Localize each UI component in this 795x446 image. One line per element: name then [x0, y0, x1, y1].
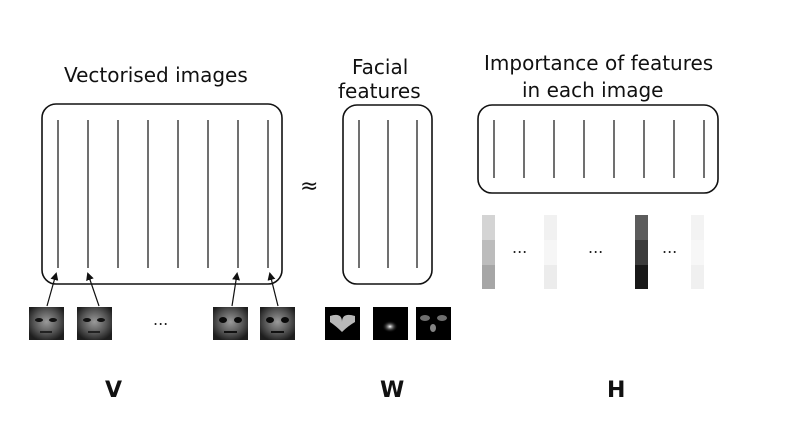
h-ellipsis-2: ... [588, 238, 604, 257]
features-label: features [338, 79, 421, 103]
matrix-w-columns [358, 120, 418, 268]
vectorised-images-label: Vectorised images [64, 63, 248, 87]
importance-label-line1: Importance of features [484, 51, 714, 75]
face-thumbnail-1 [29, 307, 64, 340]
h-ellipsis-3: ... [662, 238, 678, 257]
approx-symbol: ≈ [300, 174, 319, 199]
matrix-w-box [342, 104, 433, 285]
feature-thumbnail-1 [325, 307, 360, 340]
face-thumbnail-2 [77, 307, 112, 340]
face-thumbnail-4 [260, 307, 295, 340]
feature-thumbnail-2 [373, 307, 408, 340]
h-ellipsis-1: ... [512, 238, 528, 257]
matrix-w-label: W [380, 378, 405, 403]
matrix-v-box [41, 103, 283, 285]
matrix-v-columns [57, 120, 269, 268]
matrix-v-label: V [105, 378, 123, 403]
importance-label-line2: in each image [522, 78, 664, 102]
coefficient-strip-2 [544, 215, 557, 289]
feature-thumbnail-3 [416, 307, 451, 340]
matrix-h-columns [493, 120, 705, 178]
coefficient-strip-4 [691, 215, 704, 289]
matrix-h-label: H [607, 378, 626, 403]
coefficient-strip-1 [482, 215, 495, 289]
matrix-h-box [477, 104, 719, 194]
face-ellipsis: ... [153, 310, 169, 329]
face-thumbnail-3 [213, 307, 248, 340]
facial-label: Facial [352, 55, 409, 79]
face-arrows [46, 272, 279, 307]
coefficient-strip-3 [635, 215, 648, 289]
